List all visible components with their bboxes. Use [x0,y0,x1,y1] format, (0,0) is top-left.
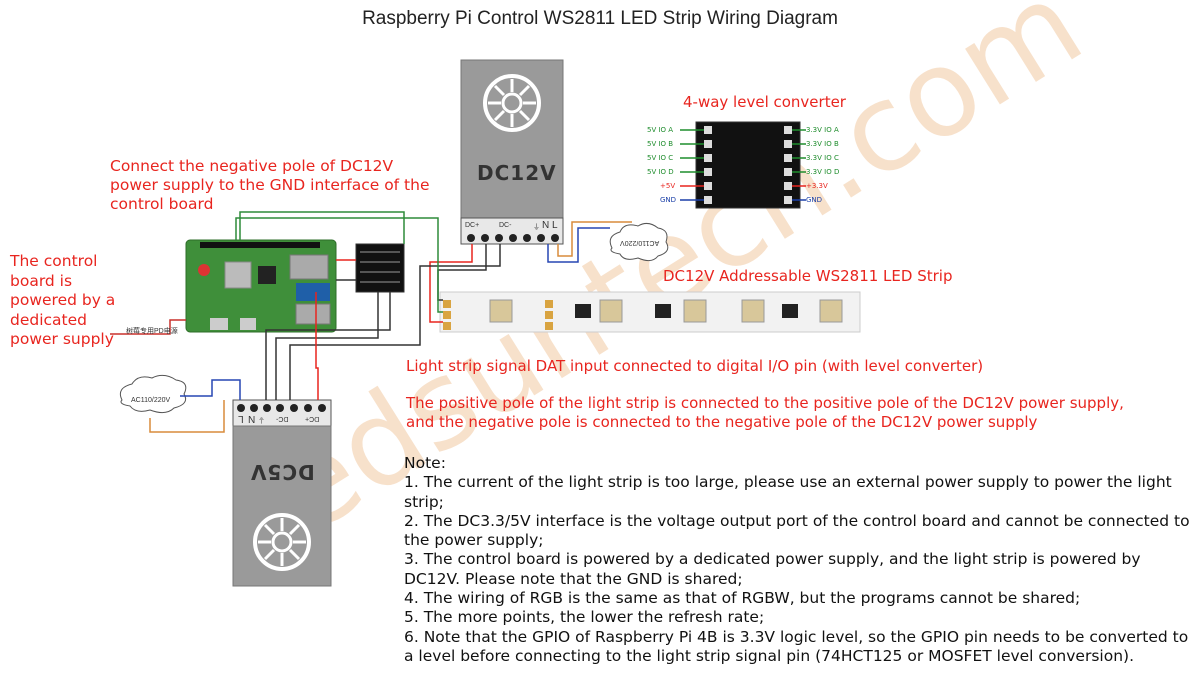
note-line: 2. The DC3.3/5V interface is the voltage… [404,511,1190,530]
ac-input-5v-cloud [119,374,187,414]
annotation-board-line-1: The control [10,252,98,270]
psu-12v-screws [467,234,559,242]
annotation-gnd-line-2: power supply to the GND interface of the [110,176,430,194]
ac-input-5v-label: AC110/220V [131,397,171,404]
wires [110,211,632,433]
note-line: strip; [404,492,444,511]
psu-5v-label: DC5V [250,460,315,484]
led-strip-chips [575,304,798,318]
lc-left-label-a: 5V IO A [647,126,674,134]
psu-12v-fan-icon [483,74,541,132]
note-line: 5. The more points, the lower the refres… [404,608,765,627]
led-strip [439,291,861,333]
annotation-level-converter: 4-way level converter [683,93,846,111]
lc-right-label-c: 3.3V IO C [806,154,839,162]
lc-left-label-c: 5V IO C [647,154,674,162]
psu-5v-terminal-l: L [238,413,244,424]
psu-12v-terminal-dcminus: DC- [499,222,512,229]
raspberry-pi-board [185,239,337,333]
level-converter-small [355,243,405,293]
annotation-signal: Light strip signal DAT input connected t… [406,357,984,375]
note-line: a level before connecting to the light s… [404,646,1134,665]
note-line: 1. The current of the light strip is too… [404,473,1172,492]
ac-input-12v-cloud [609,222,669,262]
annotation-board-line-4: dedicated [10,310,87,329]
note-line: 6. Note that the GPIO of Raspberry Pi 4B… [404,627,1189,646]
psu-5v-terminal-ground: ⏚ [258,416,265,423]
led-strip-pads [443,300,553,330]
psu-12v-label: DC12V [477,161,557,185]
psu-5v [232,399,332,587]
annotation-poles-line-1: The positive pole of the light strip is … [406,394,1124,412]
annotation-board-line-3: powered by a [10,291,116,309]
psu-5v-terminal-dcminus: DC- [276,415,289,422]
annotation-led-strip: DC12V Addressable WS2811 LED Strip [663,267,953,285]
psu-12v-terminal-l: L [552,220,558,231]
note-line: 3. The control board is powered by a ded… [404,550,1141,569]
lc-right-label-gnd: GND [806,196,823,204]
annotation-poles: The positive pole of the light strip is … [406,394,1124,432]
annotation-poles-line-2: and the negative pole is connected to th… [406,413,1038,431]
pi-power-supply-label: 树莓专用PD电源 [126,328,178,335]
note-line: 4. The wiring of RGB is the same as that… [404,589,1081,608]
psu-12v-terminal-dcplus: DC+ [465,222,480,229]
annotation-gnd-connection: Connect the negative pole of DC12V power… [110,157,430,214]
lc-left-label-gnd: GND [660,196,677,204]
psu-12v-terminal-n: N [542,220,550,231]
annotation-board-line-5: power supply [10,330,114,348]
led-strip-leds [489,299,843,323]
psu-12v-terminal-ground: ⏚ [533,224,540,231]
note-line: the power supply; [404,531,544,550]
notes-block: Note: 1. The current of the light strip … [404,454,1194,666]
annotation-gnd-line-1: Connect the negative pole of DC12V [110,157,394,175]
psu-5v-terminal-n: N [248,413,256,424]
lc-right-label-a: 3.3V IO A [806,126,839,134]
note-line: DC12V. Please note that the GND is share… [404,569,743,588]
lc-right-label-d: 3.3V IO D [806,168,840,176]
lc-left-label-5v: +5V [660,182,676,190]
notes-heading: Note: [404,454,446,472]
lc-left-label-d: 5V IO D [647,168,674,176]
ac-input-12v-label: AC110/220V [620,239,660,246]
psu-5v-terminal-dcplus: DC+ [305,415,320,422]
lc-left-label-b: 5V IO B [647,140,674,148]
psu-5v-screws [237,404,326,412]
psu-12v [460,59,564,245]
diagram-title: Raspberry Pi Control WS2811 LED Strip Wi… [362,8,838,29]
annotation-board-power: The control board is powered by a dedica… [10,252,115,350]
annotation-gnd-line-3: control board [110,195,214,213]
psu-5v-fan-icon [253,513,311,571]
lc-right-label-b: 3.3V IO B [806,140,839,148]
lc-right-label-33v: +3.3V [806,182,828,190]
annotation-board-line-2: board is [10,271,73,290]
level-converter-large [680,121,806,209]
